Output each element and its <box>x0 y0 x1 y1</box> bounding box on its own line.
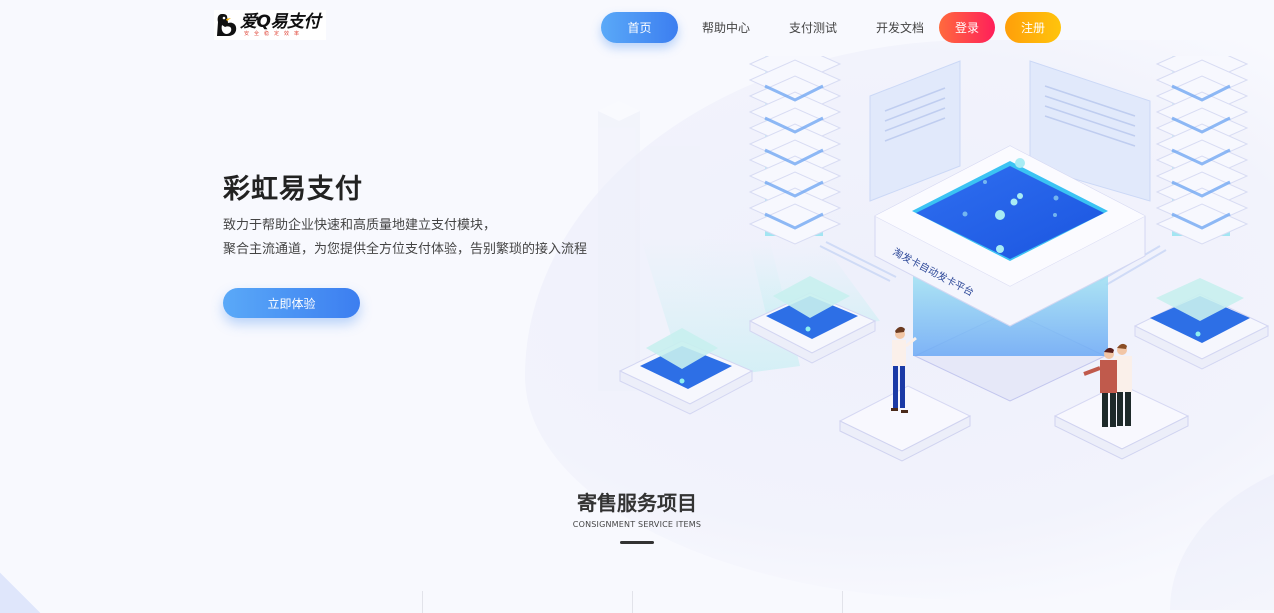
column-divider <box>842 591 843 613</box>
login-button[interactable]: 登录 <box>939 12 996 43</box>
hero-title: 彩虹易支付 <box>223 174 363 205</box>
column-divider <box>422 591 423 613</box>
column-divider <box>632 591 633 613</box>
register-button[interactable]: 注册 <box>1005 12 1062 43</box>
nav-home[interactable]: 首页 <box>601 12 678 43</box>
document-panels <box>869 60 1151 202</box>
logo-title: 爱Q易支付 <box>240 11 320 32</box>
section-title-underline <box>620 541 654 544</box>
person-left <box>891 326 917 413</box>
site-header: 爱Q易支付 安全稳定效率 首页 帮助中心 支付测试 开发文档 登录 注册 <box>0 0 1274 56</box>
background-corner-shape <box>0 572 43 613</box>
section-title: 寄售服务项目 <box>577 491 697 515</box>
server-stack-left <box>748 56 842 245</box>
person-right-group <box>1083 343 1132 427</box>
nav-help-center[interactable]: 帮助中心 <box>702 21 751 35</box>
logo[interactable]: 爱Q易支付 安全稳定效率 <box>214 10 326 40</box>
hero-description-line2: 聚合主流通道，为您提供全方位支付体验，告别繁琐的接入流程 <box>223 242 588 257</box>
logo-subtitle: 安全稳定效率 <box>244 30 305 37</box>
penguin-logo-icon <box>217 14 237 36</box>
nav-payment-test[interactable]: 支付测试 <box>789 21 838 35</box>
central-platform: 淘发卡自动发卡平台 <box>874 145 1146 402</box>
server-platform-illustration: 淘发卡自动发卡平台 <box>598 56 1270 462</box>
hero-section: 彩虹易支付 致力于帮助企业快速和高质量地建立支付模块， 聚合主流通道，为您提供全… <box>223 170 587 262</box>
small-platform-mid <box>748 246 880 364</box>
try-now-button[interactable]: 立即体验 <box>223 288 360 318</box>
consignment-services-section: 寄售服务项目 CONSIGNMENT SERVICE ITEMS <box>0 488 1274 544</box>
small-platform-right <box>1133 278 1270 370</box>
main-nav: 首页 帮助中心 支付测试 开发文档 登录 注册 <box>601 12 1062 43</box>
section-subtitle: CONSIGNMENT SERVICE ITEMS <box>572 520 702 529</box>
nav-dev-docs[interactable]: 开发文档 <box>876 21 925 35</box>
server-stack-right <box>1155 56 1249 245</box>
hero-description-line1: 致力于帮助企业快速和高质量地建立支付模块， <box>223 218 497 233</box>
